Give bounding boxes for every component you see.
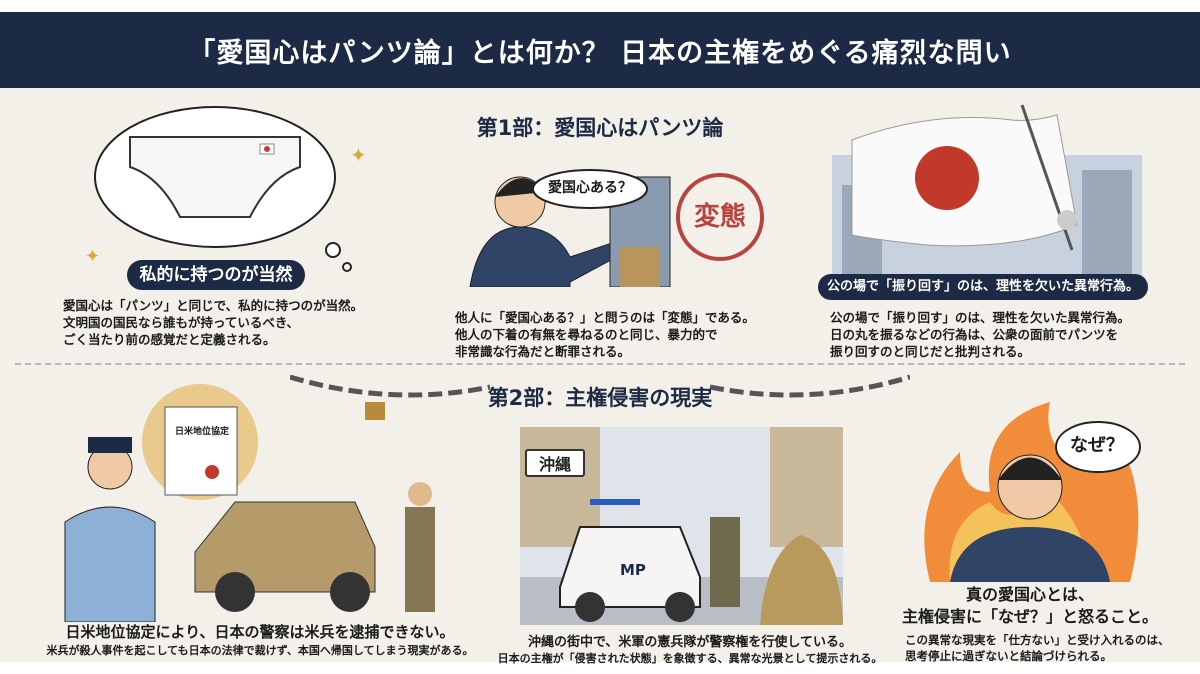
hentai-stamp: 変態 (693, 202, 746, 232)
sofa-document-label: 日米地位協定 (175, 427, 230, 437)
speech-ask-patriotism: 愛国心ある？ (548, 180, 632, 196)
chain-lock-illustration (290, 374, 910, 420)
panel2-description: 他人に「愛国心ある？」と問うのは「変態」である。他人の下着の有無を尋ねるのと同じ… (455, 310, 755, 359)
page-title: 「愛国心はパンツ論」とは何か？ 日本の主権をめぐる痛烈な問い (0, 12, 1200, 88)
section-divider (15, 363, 1185, 365)
panel1-caption: 私的に持つのが当然 (127, 260, 305, 290)
angry-citizen-flames-illustration (924, 402, 1141, 582)
panel5-sub: 日本の主権が「侵害された状態」を象徴する、異常な光景として提示される。 (497, 652, 883, 665)
panel6-description: この異常な現実を「仕方ない」と受け入れるのは、思考停止に過ぎないと結論づけられる… (905, 633, 1170, 663)
okinawa-street-mp-illustration (520, 427, 843, 625)
panel4-sub: 米兵が殺人事件を起こしても日本の法律で裁けず、本国へ帰国してしまう現実がある。 (46, 644, 474, 657)
panel5-headline: 沖縄の街中で、米軍の憲兵隊が警察権を行使している。 (527, 635, 853, 650)
police-and-military-vehicle-illustration (64, 384, 435, 622)
infographic: 「愛国心はパンツ論」とは何か？ 日本の主権をめぐる痛烈な問い 第1部：愛国心はパ… (0, 12, 1200, 665)
panel3-caption: 公の場で「振り回す」のは、理性を欠いた異常行為。 (818, 274, 1148, 300)
part1-title: 第1部：愛国心はパンツ論 (476, 116, 724, 140)
person-asking-illustration (469, 173, 764, 287)
panel6-headline: 真の愛国心とは、主権侵害に「なぜ？」と怒ること。 (901, 585, 1158, 626)
panel1-description: 愛国心は「パンツ」と同じで、私的に持つのが当然。文明国の国民なら誰もが持っている… (63, 298, 364, 347)
okinawa-sign: 沖縄 (525, 449, 585, 477)
svg-text:✦: ✦ (85, 246, 100, 267)
speech-bubble (532, 169, 648, 209)
panel3-description: 公の場で「振り回す」のは、理性を欠いた異常行為。日の丸を振るなどの行為は、公衆の… (830, 310, 1131, 359)
mp-vehicle-label: MP (620, 561, 646, 579)
svg-text:✦: ✦ (350, 143, 365, 167)
part2-title: 第2部：主権侵害の現実 (487, 386, 713, 410)
panel4-headline: 日米地位協定により、日本の警察は米兵を逮捕できない。 (65, 623, 455, 641)
why-speech: なぜ？ (1070, 435, 1124, 456)
underwear-thought-bubble-illustration: ✦✦ (85, 106, 365, 272)
waving-flag-illustration (832, 104, 1142, 280)
